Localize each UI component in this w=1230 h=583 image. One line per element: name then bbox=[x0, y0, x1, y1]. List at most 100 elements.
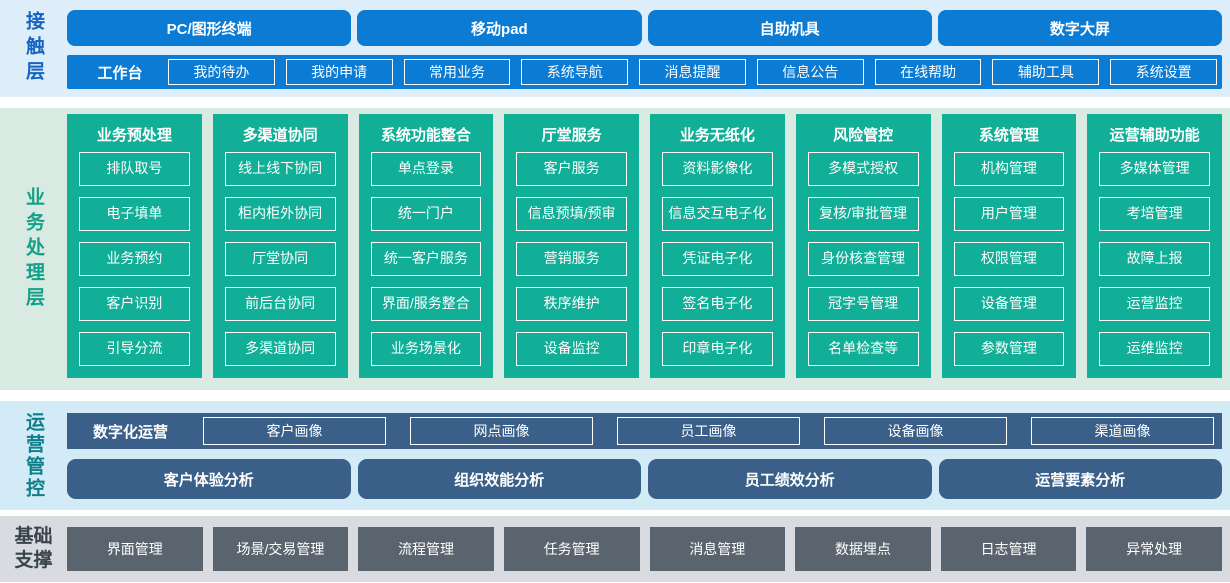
module-item: 参数管理 bbox=[953, 332, 1065, 366]
digital-ops-bar: 数字化运营 客户画像网点画像员工画像设备画像渠道画像 bbox=[67, 413, 1222, 449]
foundation-layer-content: 界面管理场景/交易管理流程管理任务管理消息管理数据埋点日志管理异常处理 bbox=[67, 516, 1230, 582]
column-items: 多媒体管理考培管理故障上报运营监控运维监控 bbox=[1099, 152, 1210, 366]
module-item: 设备监控 bbox=[516, 332, 627, 366]
column-items: 客户服务信息预填/预审营销服务秩序维护设备监控 bbox=[516, 152, 627, 366]
module-item: 权限管理 bbox=[953, 242, 1065, 276]
module-item: 业务预约 bbox=[79, 242, 190, 276]
workbench-bar: 工作台 我的待办我的申请常用业务系统导航消息提醒信息公告在线帮助辅助工具系统设置 bbox=[67, 55, 1222, 89]
module-item: 柜内柜外协同 bbox=[224, 197, 336, 231]
column-items: 排队取号电子填单业务预约客户识别引导分流 bbox=[79, 152, 190, 366]
foundation-box: 数据埋点 bbox=[795, 527, 931, 571]
module-item: 用户管理 bbox=[953, 197, 1065, 231]
column-title: 系统管理 bbox=[978, 127, 1039, 144]
module-item: 机构管理 bbox=[953, 152, 1065, 186]
module-item: 运营监控 bbox=[1099, 287, 1210, 321]
business-layer-label: 业务处理层 bbox=[23, 186, 44, 312]
module-item: 营销服务 bbox=[516, 242, 627, 276]
terminal-box: 数字大屏 bbox=[937, 10, 1222, 46]
workbench-item: 信息公告 bbox=[756, 59, 864, 85]
module-column: 业务预处理排队取号电子填单业务预约客户识别引导分流 bbox=[67, 114, 202, 378]
module-item: 业务场景化 bbox=[370, 332, 482, 366]
module-item: 运维监控 bbox=[1099, 332, 1210, 366]
module-item: 秩序维护 bbox=[516, 287, 627, 321]
workbench-item: 常用业务 bbox=[403, 59, 511, 85]
module-column: 业务无纸化资料影像化信息交互电子化凭证电子化签名电子化印章电子化 bbox=[650, 114, 785, 378]
column-title: 风险管控 bbox=[833, 127, 894, 144]
analysis-button: 运营要素分析 bbox=[938, 459, 1222, 499]
column-title: 业务预处理 bbox=[96, 127, 172, 144]
module-column: 风险管控多模式授权复核/审批管理身份核查管理冠字号管理名单检查等 bbox=[795, 114, 931, 378]
module-item: 信息预填/预审 bbox=[516, 197, 627, 231]
module-column: 系统管理机构管理用户管理权限管理设备管理参数管理 bbox=[941, 114, 1077, 378]
workbench-item: 系统导航 bbox=[521, 59, 629, 85]
module-item: 资料影像化 bbox=[662, 152, 773, 186]
contact-layer-gutter: 接触层 bbox=[0, 0, 67, 97]
foundation-row: 界面管理场景/交易管理流程管理任务管理消息管理数据埋点日志管理异常处理 bbox=[67, 527, 1222, 571]
business-layer-band: 业务处理层 业务预处理排队取号电子填单业务预约客户识别引导分流多渠道协同线上线下… bbox=[0, 108, 1230, 390]
module-item: 复核/审批管理 bbox=[807, 197, 919, 231]
terminal-box: 自助机具 bbox=[647, 10, 932, 46]
foundation-layer-band: 基础支撑 界面管理场景/交易管理流程管理任务管理消息管理数据埋点日志管理异常处理 bbox=[0, 516, 1230, 582]
analysis-button: 客户体验分析 bbox=[67, 459, 351, 499]
module-item: 多模式授权 bbox=[807, 152, 919, 186]
contact-layer-label: 接触层 bbox=[23, 11, 44, 86]
module-item: 考培管理 bbox=[1099, 197, 1210, 231]
operations-layer-band: 运营管控 数字化运营 客户画像网点画像员工画像设备画像渠道画像 客户体验分析组织… bbox=[0, 401, 1230, 510]
foundation-box: 日志管理 bbox=[940, 527, 1077, 571]
column-items: 单点登录统一门户统一客户服务界面/服务整合业务场景化 bbox=[370, 152, 482, 366]
foundation-box: 消息管理 bbox=[649, 527, 786, 571]
foundation-box: 任务管理 bbox=[503, 527, 640, 571]
module-columns: 业务预处理排队取号电子填单业务预约客户识别引导分流多渠道协同线上线下协同柜内柜外… bbox=[67, 114, 1222, 378]
workbench-items: 我的待办我的申请常用业务系统导航消息提醒信息公告在线帮助辅助工具系统设置 bbox=[168, 59, 1218, 85]
operations-layer-gutter: 运营管控 bbox=[0, 401, 67, 510]
workbench-item: 系统设置 bbox=[1110, 59, 1218, 85]
business-layer-content: 业务预处理排队取号电子填单业务预约客户识别引导分流多渠道协同线上线下协同柜内柜外… bbox=[67, 108, 1230, 390]
foundation-box: 流程管理 bbox=[358, 527, 494, 571]
module-item: 设备管理 bbox=[953, 287, 1065, 321]
module-item: 身份核查管理 bbox=[807, 242, 919, 276]
portrait-box: 客户画像 bbox=[203, 417, 386, 445]
workbench-item: 消息提醒 bbox=[639, 59, 746, 85]
module-item: 多媒体管理 bbox=[1099, 152, 1210, 186]
analysis-row: 客户体验分析组织效能分析员工绩效分析运营要素分析 bbox=[67, 459, 1222, 499]
portrait-box: 网点画像 bbox=[410, 417, 593, 445]
column-items: 机构管理用户管理权限管理设备管理参数管理 bbox=[953, 152, 1065, 366]
workbench-item: 我的申请 bbox=[285, 59, 393, 85]
workbench-item: 我的待办 bbox=[168, 59, 275, 85]
foundation-layer-gutter: 基础支撑 bbox=[0, 516, 67, 582]
workbench-label: 工作台 bbox=[97, 64, 143, 82]
workbench-item: 在线帮助 bbox=[874, 59, 982, 85]
digital-ops-label: 数字化运营 bbox=[93, 423, 169, 441]
module-column: 厅堂服务客户服务信息预填/预审营销服务秩序维护设备监控 bbox=[504, 114, 639, 378]
module-item: 冠字号管理 bbox=[807, 287, 919, 321]
module-item: 印章电子化 bbox=[662, 332, 773, 366]
module-item: 统一门户 bbox=[370, 197, 482, 231]
operations-layer-label: 运营管控 bbox=[23, 411, 44, 500]
module-item: 电子填单 bbox=[79, 197, 190, 231]
operations-layer-content: 数字化运营 客户画像网点画像员工画像设备画像渠道画像 客户体验分析组织效能分析员… bbox=[67, 401, 1230, 510]
module-item: 前后台协同 bbox=[224, 287, 336, 321]
portrait-row: 客户画像网点画像员工画像设备画像渠道画像 bbox=[203, 417, 1214, 445]
module-item: 单点登录 bbox=[370, 152, 482, 186]
workbench-item: 辅助工具 bbox=[992, 59, 1100, 85]
module-item: 签名电子化 bbox=[662, 287, 773, 321]
module-item: 名单检查等 bbox=[807, 332, 919, 366]
column-items: 资料影像化信息交互电子化凭证电子化签名电子化印章电子化 bbox=[662, 152, 773, 366]
module-item: 客户服务 bbox=[516, 152, 627, 186]
analysis-button: 组织效能分析 bbox=[357, 459, 641, 499]
module-item: 凭证电子化 bbox=[662, 242, 773, 276]
module-item: 引导分流 bbox=[79, 332, 190, 366]
portrait-box: 员工画像 bbox=[617, 417, 800, 445]
column-title: 多渠道协同 bbox=[242, 127, 318, 144]
analysis-button: 员工绩效分析 bbox=[648, 459, 932, 499]
business-layer-gutter: 业务处理层 bbox=[0, 108, 67, 390]
module-item: 多渠道协同 bbox=[224, 332, 336, 366]
portrait-box: 渠道画像 bbox=[1031, 417, 1214, 445]
column-title: 运营辅助功能 bbox=[1109, 127, 1200, 144]
portrait-box: 设备画像 bbox=[824, 417, 1007, 445]
module-item: 界面/服务整合 bbox=[370, 287, 482, 321]
